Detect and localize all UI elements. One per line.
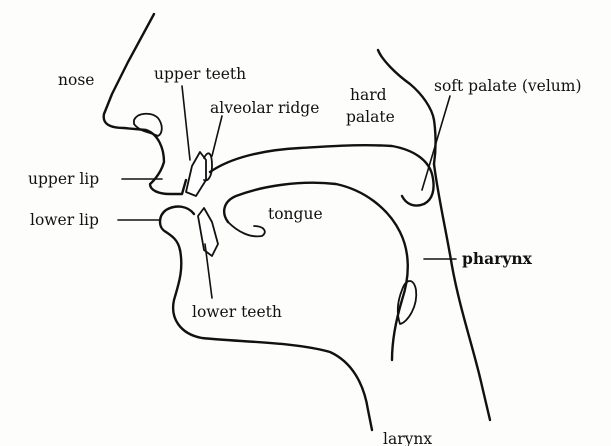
label-larynx: larynx (383, 430, 432, 446)
upper-teeth-shape (185, 151, 207, 197)
label-tongue: tongue (268, 205, 323, 223)
tongue-outline (223, 181, 409, 362)
jaw-outline (171, 248, 374, 432)
lower-teeth-shape (197, 207, 219, 257)
pharynx-back-wall (432, 162, 492, 422)
leader-upper-teeth (181, 85, 191, 161)
leader-lower-teeth (204, 243, 213, 299)
label-alveolar-ridge: alveolar ridge (210, 99, 319, 117)
label-pharynx: pharynx (462, 249, 533, 268)
leader-alveolar-ridge (211, 115, 223, 157)
label-hard-palate-line2: palate (346, 108, 395, 126)
tongue-tip-outline (227, 221, 266, 238)
label-nose: nose (58, 71, 94, 89)
face-profile-outline (102, 12, 188, 196)
palate-outline (208, 143, 435, 207)
label-soft-palate: soft palate (velum) (434, 77, 582, 95)
lower-lip-outline (158, 205, 196, 252)
alveolar-ridge-shape (203, 152, 213, 182)
label-lower-lip: lower lip (30, 211, 99, 229)
epiglottis-outline (396, 280, 418, 325)
leader-soft-palate (421, 95, 451, 191)
label-hard-palate-line1: hard (350, 86, 387, 104)
label-lower-teeth: lower teeth (192, 303, 282, 321)
label-upper-lip: upper lip (28, 170, 99, 188)
nostril-outline (133, 112, 163, 137)
label-upper-teeth: upper teeth (154, 65, 246, 83)
